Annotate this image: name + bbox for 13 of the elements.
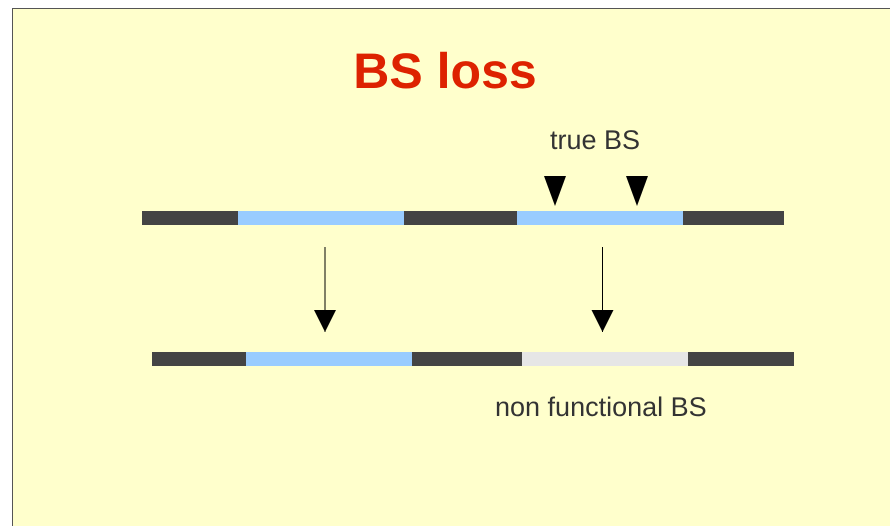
dna-segment xyxy=(142,211,238,225)
dna-segment xyxy=(683,211,784,225)
dna-segment xyxy=(412,352,522,366)
dna-segment xyxy=(152,352,246,366)
dna-segment xyxy=(404,211,517,225)
arrow xyxy=(592,246,614,332)
arrow xyxy=(314,246,336,332)
binding-site-segment xyxy=(238,211,404,225)
site-label: non functional BS xyxy=(495,392,707,423)
site-label: true BS xyxy=(550,125,640,156)
slide-title: BS loss xyxy=(352,42,538,100)
dna-segment xyxy=(688,352,794,366)
binding-site-segment xyxy=(246,352,412,366)
